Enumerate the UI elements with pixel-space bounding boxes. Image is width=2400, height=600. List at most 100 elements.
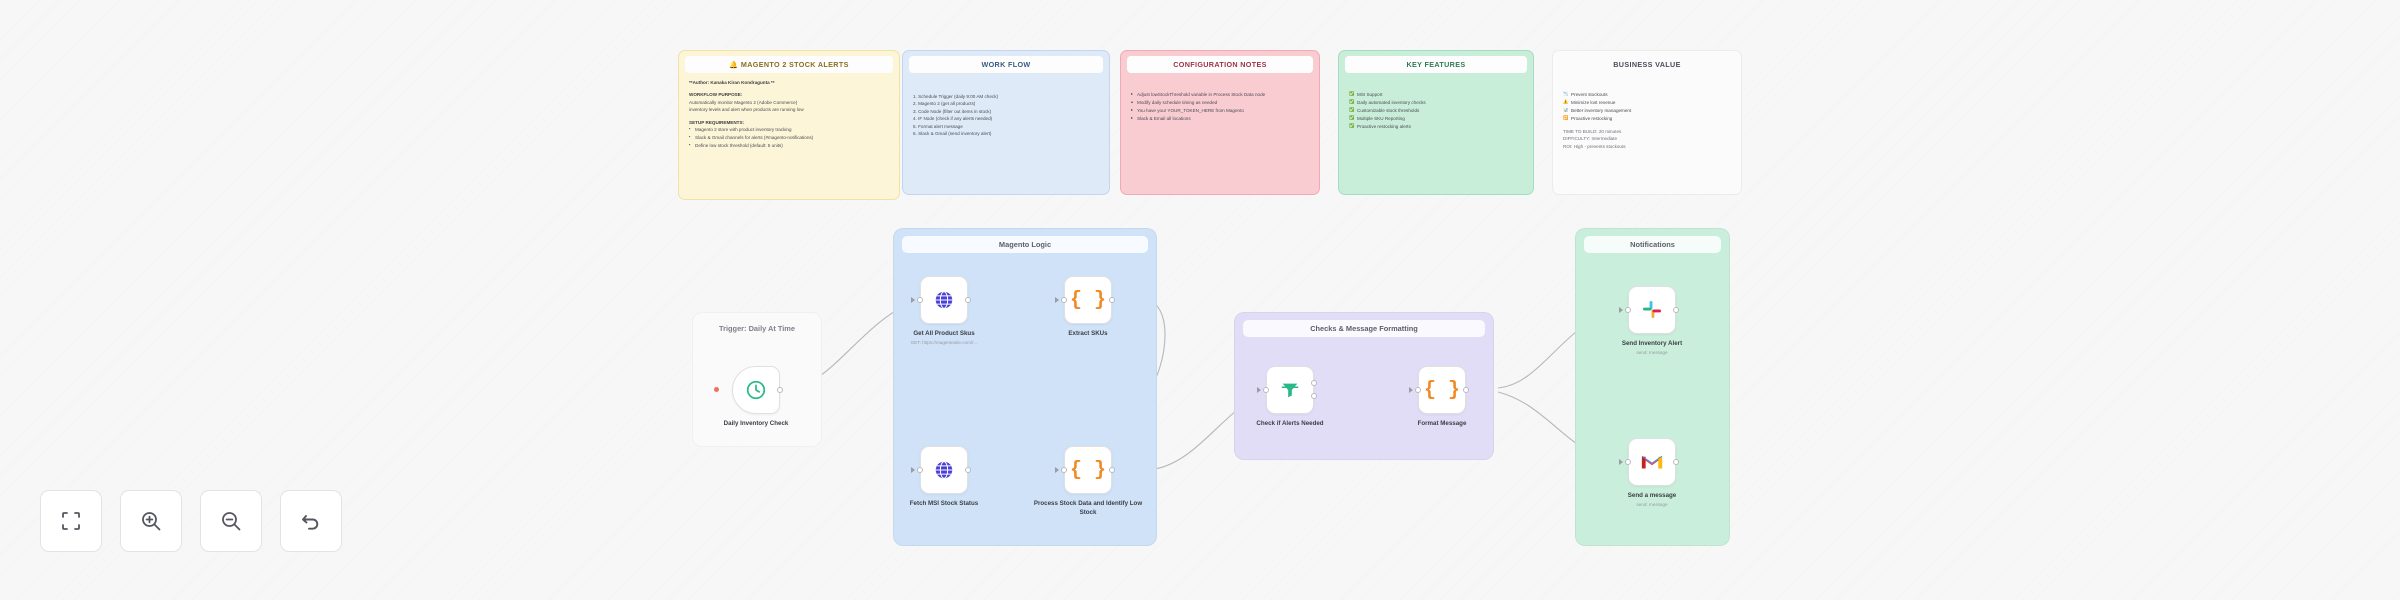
input-arrow-icon: [1409, 387, 1413, 393]
code-icon: { }: [1423, 378, 1460, 402]
input-port[interactable]: [1625, 307, 1631, 313]
note-title: KEY FEATURES: [1345, 56, 1527, 73]
output-port[interactable]: [965, 297, 971, 303]
note-title: 🔔 MAGENTO 2 STOCK ALERTS: [685, 56, 893, 73]
fit-screen-icon: [62, 512, 80, 530]
zoom-in-button[interactable]: [120, 490, 182, 552]
zoom-out-button[interactable]: [200, 490, 262, 552]
node-get-all-product-skus[interactable]: Get All Product Skus GET: https://magent…: [911, 276, 977, 345]
slack-icon: [1643, 301, 1661, 318]
list-item: ✅Proactive restocking alerts: [1349, 122, 1411, 129]
group-title: Trigger: Daily At Time: [719, 324, 795, 333]
input-port[interactable]: [1625, 459, 1631, 465]
node-fetch-msi-stock-status[interactable]: Fetch MSI Stock Status: [910, 446, 978, 507]
list-item: ▸Adjust lowStockThreshold variable in Pr…: [1131, 91, 1266, 97]
node-label: Process Stock Data and Identify Low Stoc…: [1033, 500, 1143, 516]
output-port[interactable]: [965, 467, 971, 473]
note-body: **Author: Kanaka Kiran Kondragunta ** WO…: [685, 79, 893, 150]
globe-icon: [935, 291, 953, 309]
code-icon: { }: [1069, 288, 1106, 312]
reset-zoom-button[interactable]: [280, 490, 342, 552]
input-port[interactable]: [1061, 467, 1067, 473]
node-check-if-alerts-needed[interactable]: Check if Alerts Needed: [1256, 366, 1324, 427]
list-item: ✅Customizable stock thresholds: [1349, 106, 1420, 113]
globe-icon: [935, 461, 953, 479]
node-label: Check if Alerts Needed: [1256, 420, 1324, 427]
note-bullet-list: 📉Prevent stockouts ⚠️Minimize lost reven…: [1563, 91, 1731, 122]
node-subtitle: send: message: [1636, 350, 1668, 355]
canvas-toolbar[interactable]: [40, 490, 342, 552]
list-item: ▪Slack & Gmail channels for alerts (#mag…: [689, 134, 814, 141]
output-port[interactable]: [1673, 307, 1679, 313]
group-notifications[interactable]: Notifications: [1575, 228, 1730, 546]
list-item: 📊Better inventory management: [1563, 106, 1632, 113]
input-arrow-icon: [1257, 387, 1261, 393]
node-subtitle: GET: https://magentosite.com/r...: [910, 340, 978, 345]
input-arrow-icon: [911, 467, 915, 473]
note-title: WORK FLOW: [909, 56, 1103, 73]
sticky-note-key-features[interactable]: KEY FEATURES ✅MSI Support ✅Daily automat…: [1338, 50, 1534, 195]
note-body: ✅MSI Support ✅Daily automated inventory …: [1345, 79, 1527, 130]
input-arrow-icon: [1055, 467, 1059, 473]
group-title: Notifications: [1584, 236, 1721, 253]
sticky-note-overview[interactable]: 🔔 MAGENTO 2 STOCK ALERTS **Author: Kanak…: [678, 50, 900, 200]
input-port[interactable]: [1415, 387, 1421, 393]
input-port[interactable]: [917, 467, 923, 473]
code-icon: { }: [1069, 458, 1106, 482]
list-item: ▸You have your YOUR_TOKEN_HERE from Mage…: [1131, 106, 1244, 113]
node-label: Extract SKUs: [1068, 330, 1108, 337]
note-title: CONFIGURATION NOTES: [1127, 56, 1313, 73]
output-port[interactable]: [1109, 467, 1115, 473]
list-item: ▴Modify daily schedule timing as needed: [1131, 98, 1218, 105]
node-send-inventory-alert[interactable]: Send Inventory Alert send: message: [1619, 286, 1682, 355]
node-label: Daily Inventory Check: [723, 420, 789, 427]
group-title: Magento Logic: [902, 236, 1148, 253]
output-port[interactable]: [1109, 297, 1115, 303]
input-arrow-icon: [1619, 459, 1623, 465]
input-port[interactable]: [1061, 297, 1067, 303]
output-port[interactable]: [1673, 459, 1679, 465]
list-item: 🔁Proactive restocking: [1563, 114, 1613, 121]
list-item: ✅Multiple SKU Reporting: [1349, 114, 1405, 121]
input-arrow-icon: [1619, 307, 1623, 313]
sticky-note-workflow[interactable]: WORK FLOW 1. Schedule Trigger (daily 9:0…: [902, 50, 1110, 195]
node-subtitle: send: message: [1636, 502, 1668, 507]
note-bullet-list: ▪Magento 2 store with product inventory …: [689, 126, 889, 149]
zoom-in-icon: [142, 512, 161, 531]
input-port[interactable]: [917, 297, 923, 303]
output-port[interactable]: [777, 387, 783, 393]
node-extract-skus[interactable]: { } Extract SKUs: [1055, 276, 1115, 337]
node-process-stock-data[interactable]: { } Process Stock Data and Identify Low …: [1034, 446, 1142, 516]
zoom-out-icon: [222, 512, 241, 531]
note-body: 📉Prevent stockouts ⚠️Minimize lost reven…: [1559, 79, 1735, 150]
gmail-icon: [1641, 455, 1663, 469]
list-item: 📉Prevent stockouts: [1563, 91, 1608, 97]
node-format-message[interactable]: { } Format Message: [1409, 366, 1469, 427]
node-label: Format Message: [1417, 420, 1467, 427]
node-daily-inventory-check[interactable]: Daily Inventory Check: [724, 366, 788, 427]
node-label: Send a message: [1627, 492, 1677, 499]
filter-icon: [1281, 383, 1299, 398]
note-title: BUSINESS VALUE: [1613, 60, 1681, 69]
list-item: ▪Magento 2 store with product inventory …: [689, 126, 792, 133]
input-arrow-icon: [1055, 297, 1059, 303]
group-trigger[interactable]: Trigger: Daily At Time: [692, 312, 822, 447]
list-item: ▸Slack & Email all locations: [1131, 114, 1191, 121]
node-label: Get All Product Skus: [913, 330, 975, 337]
output-port[interactable]: [1463, 387, 1469, 393]
output-port-true[interactable]: [1311, 379, 1317, 386]
note-bullet-list: ✅MSI Support ✅Daily automated inventory …: [1349, 91, 1523, 130]
sticky-note-configuration[interactable]: CONFIGURATION NOTES ▸Adjust lowStockThre…: [1120, 50, 1320, 195]
undo-arrow-icon: [302, 515, 319, 530]
sticky-note-business-value[interactable]: BUSINESS VALUE 📉Prevent stockouts ⚠️Mini…: [1552, 50, 1742, 195]
trigger-status-dot: [714, 387, 719, 392]
list-item: ✅Daily automated inventory checks: [1349, 98, 1426, 105]
input-port[interactable]: [1263, 387, 1269, 393]
output-port-false[interactable]: [1311, 393, 1317, 400]
node-send-a-message[interactable]: Send a message send: message: [1619, 438, 1679, 507]
node-label: Fetch MSI Stock Status: [909, 500, 979, 507]
note-body: ▸Adjust lowStockThreshold variable in Pr…: [1127, 79, 1313, 122]
note-body: 1. Schedule Trigger (daily 9:00 AM check…: [913, 94, 999, 137]
zoom-to-fit-button[interactable]: [40, 490, 102, 552]
